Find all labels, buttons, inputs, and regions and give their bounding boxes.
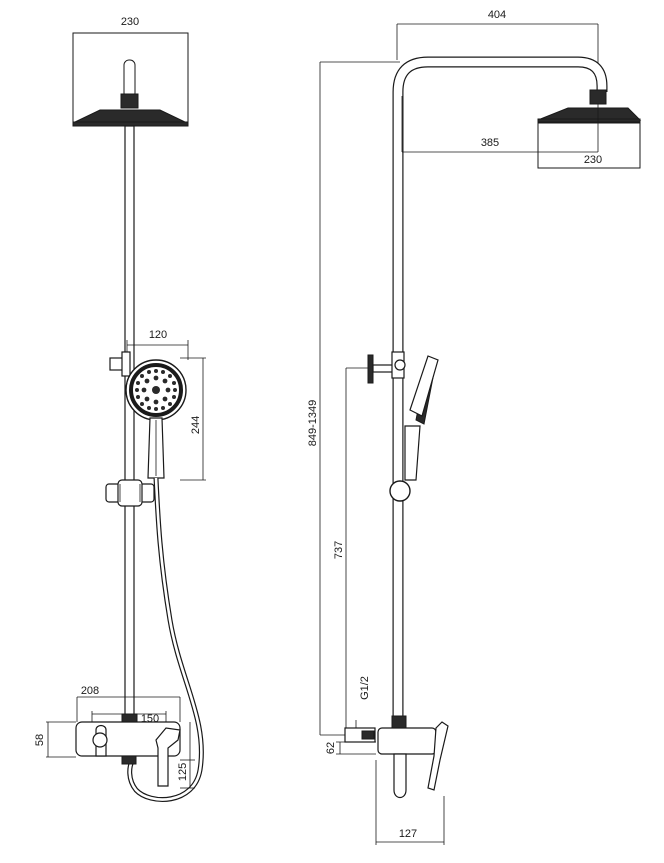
side-arm-length-dimension: 404: [396, 9, 599, 94]
side-inlet-thread-label: G1/2: [359, 676, 371, 700]
front-handshower-nozzles: [135, 369, 177, 411]
side-rain-shower-head: [537, 89, 642, 124]
side-inlet-connection: G1/2 62: [325, 676, 376, 755]
front-mixer-body: [75, 713, 181, 787]
side-bracket-to-inlet-label: 737: [333, 541, 345, 559]
front-spout-height-label: 125: [177, 763, 189, 781]
front-handshower: [125, 359, 187, 479]
front-handshower-height-label: 244: [190, 416, 202, 434]
front-mixer-height-label: 58: [34, 734, 46, 746]
front-head-width-label: 230: [121, 16, 139, 28]
side-head-width-label: 230: [584, 154, 602, 166]
front-head-width-dimension: 230: [72, 16, 189, 126]
side-head-dimensions: 385 230: [401, 96, 641, 169]
side-arm-projection-label: 385: [481, 137, 499, 149]
side-arm-length-label: 404: [488, 9, 506, 21]
side-sliding-bracket: [389, 480, 411, 502]
side-mixer-depth-dimension: 127: [375, 760, 445, 845]
side-height-range-label: 849-1349: [307, 400, 319, 447]
front-handshower-bracket: [109, 351, 131, 377]
side-mixer-depth-label: 127: [399, 828, 417, 840]
side-handshower-bracket: 737: [333, 351, 406, 735]
side-handshower: [404, 355, 439, 481]
side-inlet-offset-label: 62: [325, 742, 337, 754]
side-mixer-body: [377, 715, 449, 799]
front-handshower-width-label: 120: [149, 329, 167, 341]
front-mixer-width-label: 208: [81, 685, 99, 697]
side-riser-and-arm: [392, 56, 608, 745]
side-view: 404 849-1349 385 230: [307, 9, 642, 845]
front-view: 230 120 244: [34, 16, 206, 802]
front-handshower-dimensions: 120 244: [126, 329, 206, 481]
front-sliding-bracket: [105, 479, 155, 507]
front-riser-pipe: [124, 125, 135, 717]
front-rain-shower-head: [72, 59, 189, 127]
side-height-range-dimension: 849-1349: [307, 61, 400, 736]
